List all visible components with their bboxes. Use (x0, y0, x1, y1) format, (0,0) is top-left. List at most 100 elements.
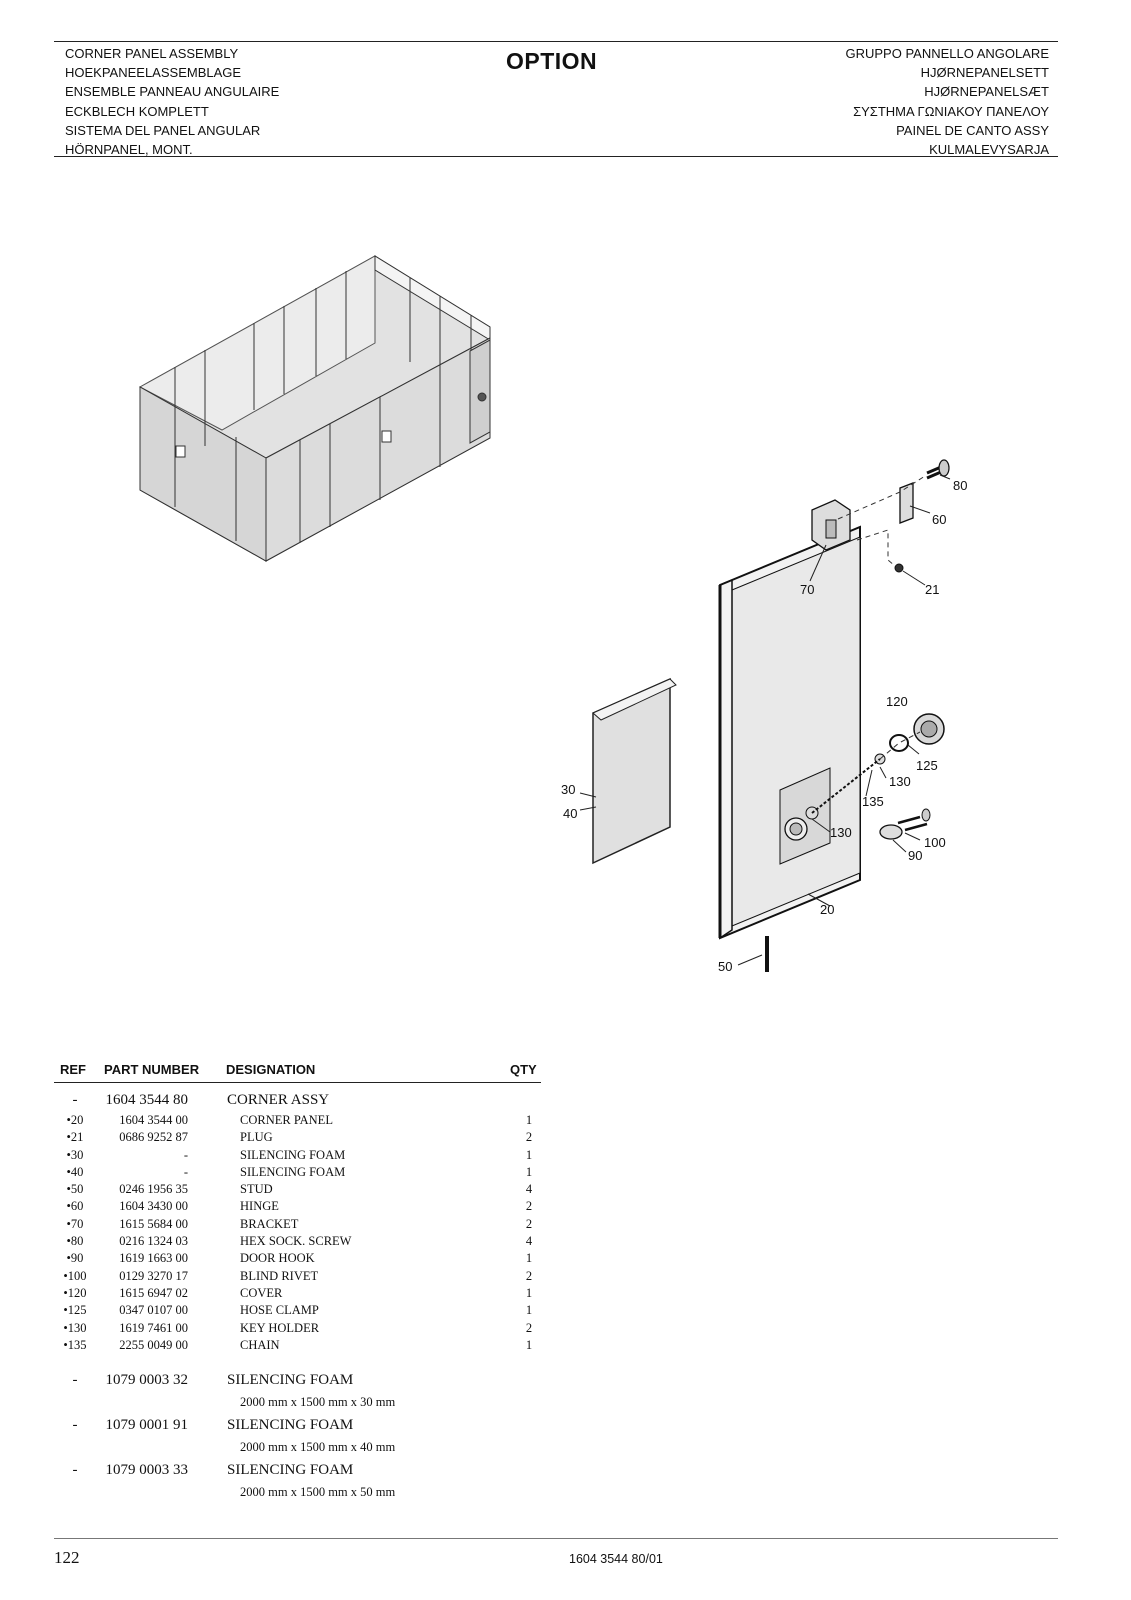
cell-designation: COVER (240, 1285, 283, 1300)
cell-part-number: 1079 0003 33 (105, 1462, 189, 1479)
table-row: •70 1615 5684 00 BRACKET 2 (54, 1217, 541, 1234)
cell-qty: 2 (525, 1130, 533, 1145)
cell-part-number: 1615 6947 02 (119, 1285, 188, 1300)
cell-part-number: 1604 3544 00 (119, 1113, 188, 1127)
cell-part-number: 0129 3270 17 (119, 1268, 188, 1283)
callout-80: 80 (953, 478, 967, 493)
cell-qty: 2 (525, 1216, 533, 1231)
title-sv: HÖRNPANEL, MONT. (65, 142, 193, 158)
cell-designation: SILENCING FOAM (227, 1417, 354, 1434)
cell-part-number: 2255 0049 00 (119, 1337, 188, 1352)
cell-ref: •50 (66, 1182, 84, 1197)
header-right-titles: GRUPPO PANNELLO ANGOLARE HJØRNEPANELSETT… (846, 44, 1050, 159)
cell-designation: CORNER ASSY (227, 1092, 330, 1108)
title-en: CORNER PANEL ASSEMBLY (65, 46, 239, 61)
cell-qty: 1 (525, 1113, 533, 1127)
cell-qty: 2 (525, 1268, 533, 1283)
table-row: •40 - SILENCING FOAM 1 (54, 1165, 541, 1182)
cell-designation: HOSE CLAMP (240, 1303, 319, 1318)
cell-ref: - (72, 1372, 78, 1389)
table-header: REF PART NUMBER DESIGNATION QTY (54, 1060, 541, 1083)
cell-designation: HINGE (240, 1199, 279, 1214)
cell-designation: CHAIN (240, 1337, 280, 1352)
header-ref: REF (60, 1062, 86, 1077)
title-fr: ENSEMBLE PANNEAU ANGULAIRE (65, 84, 280, 100)
cell-qty: 4 (525, 1234, 533, 1249)
cell-part-number: - (183, 1164, 188, 1179)
cell-part-number: 0216 1324 03 (119, 1234, 188, 1249)
cell-designation: BRACKET (240, 1216, 299, 1231)
table-row-foam-spec: 2000 mm x 1500 mm x 40 mm (54, 1438, 541, 1457)
cell-qty: 1 (525, 1285, 533, 1300)
title-el: ΣΥΣΤΗΜΑ ΓΩΝΙΑΚΟΥ ΠΑΝΕΛΟΥ (853, 103, 1049, 119)
cell-ref: •135 (63, 1337, 87, 1352)
page-number: 122 (54, 1548, 80, 1567)
footer-rule (54, 1538, 1058, 1539)
cell-qty: 4 (525, 1182, 533, 1197)
cell-part-number: 0246 1956 35 (119, 1182, 188, 1197)
cell-ref: •125 (63, 1303, 87, 1318)
cell-ref: - (72, 1462, 78, 1479)
cell-qty: 2 (525, 1199, 533, 1214)
callout-120: 120 (886, 694, 908, 709)
callout-50: 50 (718, 959, 732, 974)
exploded-view-drawing: 80 60 70 21 120 125 130 135 130 100 90 3… (138, 255, 967, 974)
cell-ref: •40 (66, 1164, 84, 1179)
header-top-rule (54, 41, 1058, 42)
cell-ref: - (72, 1092, 78, 1108)
parts-table: REF PART NUMBER DESIGNATION QTY - 1604 3… (54, 1060, 541, 1502)
cell-spec: 2000 mm x 1500 mm x 50 mm (240, 1485, 396, 1500)
cell-ref: •80 (66, 1234, 84, 1249)
title-fi: KULMALEVYSARJA (929, 142, 1049, 158)
cell-ref: •130 (63, 1320, 87, 1335)
cell-designation: SILENCING FOAM (240, 1147, 346, 1162)
title-de: ECKBLECH KOMPLETT (65, 103, 209, 119)
callout-leader-lines (579, 474, 951, 966)
header-part-number: PART NUMBER (104, 1062, 200, 1077)
cell-designation: KEY HOLDER (240, 1320, 320, 1335)
cell-ref: •70 (66, 1216, 84, 1231)
cell-spec: 2000 mm x 1500 mm x 30 mm (240, 1395, 396, 1410)
header-designation: DESIGNATION (226, 1062, 316, 1077)
cell-ref: •100 (63, 1268, 87, 1283)
header-qty: QTY (510, 1062, 537, 1077)
table-row-foam-spec: 2000 mm x 1500 mm x 50 mm (54, 1483, 541, 1502)
table-spacer (54, 1355, 541, 1367)
cell-part-number: 1079 0003 32 (105, 1372, 189, 1389)
callout-130-lower: 130 (830, 825, 852, 840)
header-left-titles: CORNER PANEL ASSEMBLY HOEKPANEELASSEMBLA… (65, 44, 279, 159)
cell-ref: - (72, 1417, 78, 1434)
cell-designation: HEX SOCK. SCREW (240, 1234, 352, 1249)
cell-designation: STUD (240, 1182, 273, 1197)
cell-designation: PLUG (240, 1130, 273, 1145)
callout-135: 135 (862, 794, 884, 809)
cell-part-number: 0347 0107 00 (119, 1303, 188, 1318)
callout-90: 90 (908, 848, 922, 863)
cell-part-number: 1604 3544 80 (105, 1092, 189, 1108)
cell-part-number: 1615 5684 00 (119, 1216, 188, 1231)
cell-designation: SILENCING FOAM (240, 1164, 346, 1179)
cell-designation: CORNER PANEL (240, 1113, 333, 1127)
assembly-dashed-lines (837, 475, 926, 760)
silencing-foam-illustration (592, 677, 677, 865)
callout-130-upper: 130 (889, 774, 911, 789)
cell-ref: •21 (66, 1130, 84, 1145)
callout-21: 21 (925, 582, 939, 597)
callout-70: 70 (800, 582, 814, 597)
cell-part-number: 1619 7461 00 (119, 1320, 188, 1335)
cell-designation: DOOR HOOK (240, 1251, 315, 1266)
cell-qty: 1 (525, 1164, 533, 1179)
table-row: •80 0216 1324 03 HEX SOCK. SCREW 4 (54, 1234, 541, 1251)
